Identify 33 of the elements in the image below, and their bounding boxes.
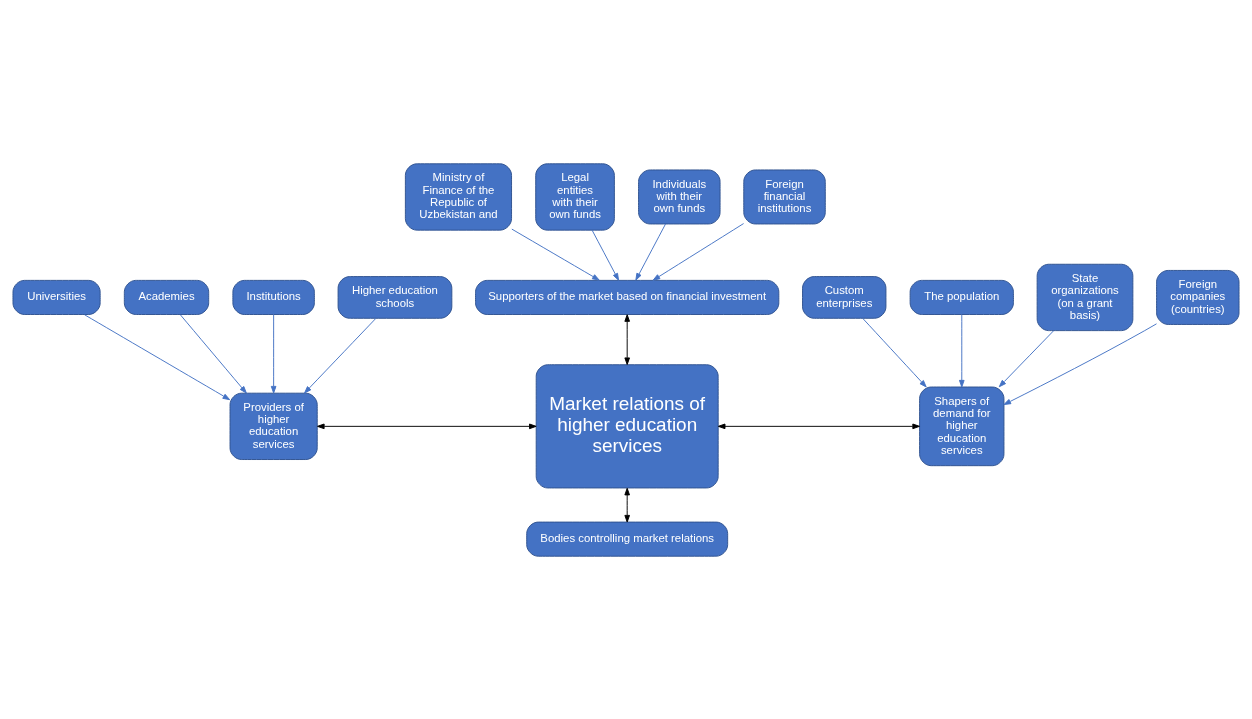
- node-box: Institutions: [232, 279, 315, 315]
- arrow: [998, 329, 1055, 387]
- node-box: Legal entities with their own funds: [535, 162, 615, 231]
- arrow: [635, 223, 666, 281]
- arrow: [317, 423, 537, 429]
- node-box: Higher education schools: [337, 275, 453, 319]
- node-box: Individuals with their own funds: [638, 168, 721, 224]
- arrow: [591, 229, 620, 281]
- node-box: Foreign financial institutions: [743, 168, 826, 224]
- arrow: [304, 317, 377, 393]
- node-box: Custom enterprises: [802, 275, 887, 319]
- arrow: [511, 228, 600, 281]
- arrow: [84, 313, 231, 400]
- node-box: The population: [909, 279, 1014, 315]
- arrow: [959, 313, 965, 387]
- node-box: Universities: [12, 279, 101, 315]
- arrow: [717, 423, 920, 429]
- node-box: Foreign companies (countries): [1156, 269, 1240, 325]
- node-box: Academies: [123, 279, 210, 315]
- arrow: [624, 313, 630, 365]
- arrow: [862, 317, 927, 387]
- arrow: [1003, 322, 1157, 405]
- node-box: Ministry of Finance of the Republic of Uzbekistan and: [404, 162, 513, 231]
- arrow: [179, 313, 247, 393]
- arrow: [652, 222, 745, 281]
- node-box: State organizations (on a grant basis): [1036, 263, 1134, 331]
- node-box: Bodies controlling market relations: [526, 521, 729, 557]
- node-box: Supporters of the market based on financial investment: [475, 279, 780, 315]
- node-box: Market relations of higher education services: [535, 363, 719, 488]
- node-box: Providers of higher education services: [229, 392, 318, 460]
- arrow: [624, 487, 630, 522]
- node-box: Shapers of demand for higher education services: [919, 386, 1005, 466]
- arrow: [270, 313, 277, 393]
